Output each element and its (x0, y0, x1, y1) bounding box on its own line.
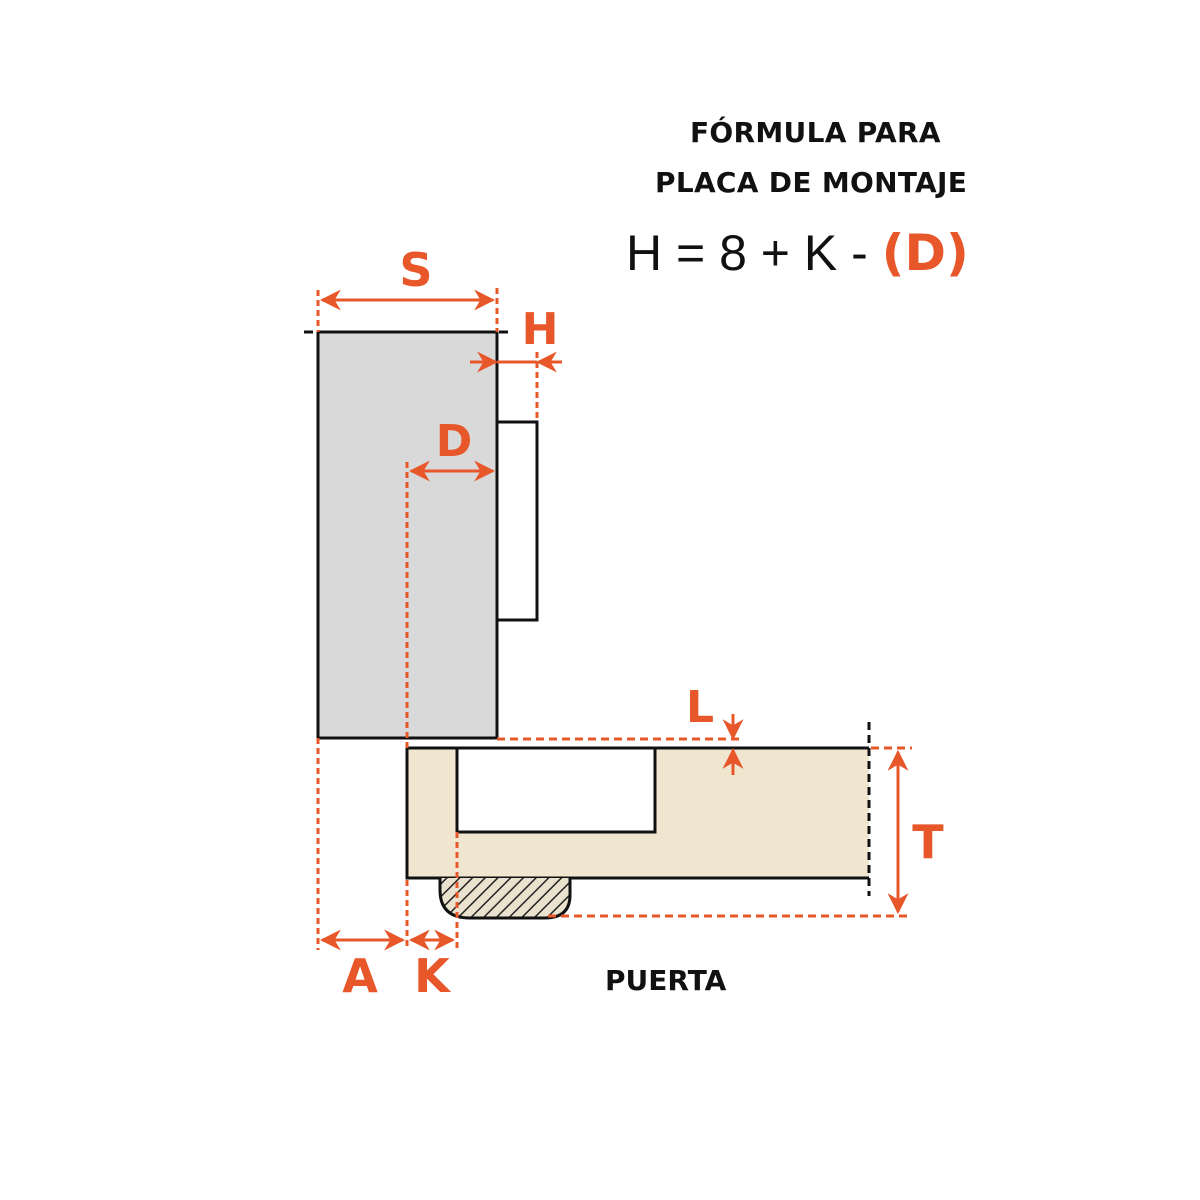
label-a: A (342, 949, 378, 1003)
door-label: PUERTA (605, 964, 727, 997)
label-l: L (686, 682, 714, 733)
label-s: S (399, 243, 432, 297)
formula-text: H = 8 + K - (626, 225, 882, 281)
formula: H = 8 + K - (D) (626, 224, 969, 282)
label-k: K (414, 949, 452, 1003)
label-h: H (522, 304, 559, 355)
label-t: T (912, 815, 944, 869)
dimension-lines (316, 288, 912, 951)
mounting-plate (495, 420, 539, 622)
label-d: D (436, 416, 473, 467)
door (405, 722, 871, 896)
hinge-cup-recess (455, 746, 657, 834)
door-edge-profile (438, 878, 572, 920)
title-line-2: PLACA DE MONTAJE (655, 166, 968, 199)
title-line-1: FÓRMULA PARA (690, 116, 941, 149)
formula-highlight: (D) (881, 224, 969, 282)
